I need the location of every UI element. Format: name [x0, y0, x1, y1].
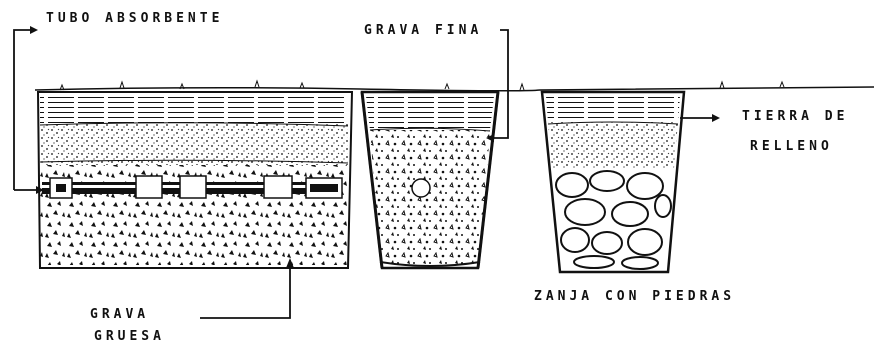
label-relleno: RELLENO — [750, 140, 833, 153]
tube-cross-section — [412, 179, 430, 197]
trench-with-tube — [38, 92, 352, 268]
trench-with-stones — [542, 92, 684, 272]
label-tierra-de: TIERRA DE — [742, 110, 848, 123]
label-tubo-absorbente: TUBO ABSORBENTE — [46, 12, 223, 25]
ground-line — [35, 87, 874, 91]
label-gruesa: GRUESA — [94, 330, 165, 343]
label-grava: GRAVA — [90, 308, 149, 321]
label-zanja-con-piedras: ZANJA CON PIEDRAS — [534, 290, 735, 303]
trench-fine-gravel — [362, 92, 498, 268]
label-grava-fina: GRAVA FINA — [364, 24, 482, 37]
